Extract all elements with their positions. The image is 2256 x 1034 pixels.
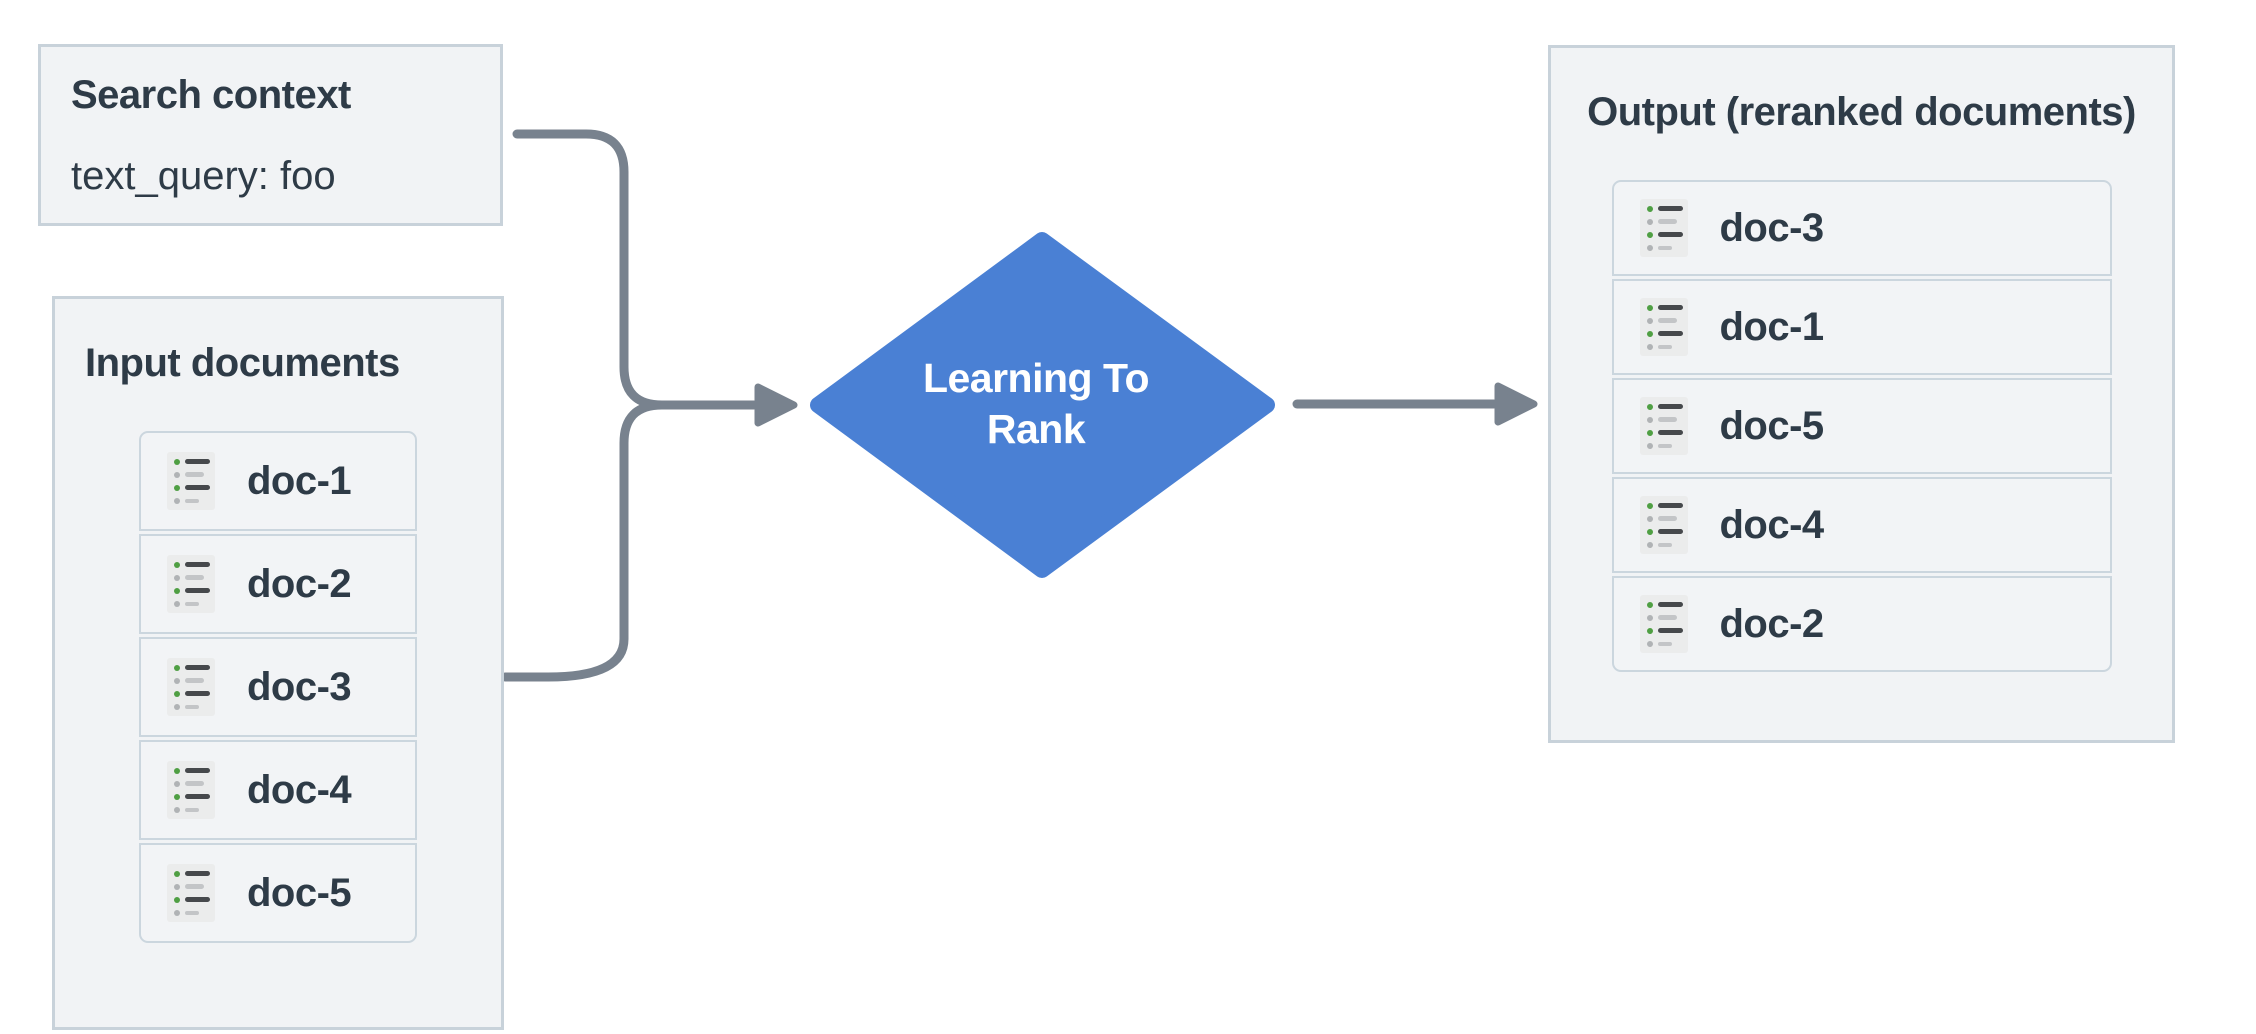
document-list-icon (167, 864, 215, 922)
icon-line (174, 497, 208, 504)
icon-line (1646, 614, 1681, 621)
input-documents-list: doc-1 doc-2 doc-3 doc-4 (139, 431, 417, 943)
document-list-icon (1639, 298, 1688, 356)
doc-label: doc-1 (247, 458, 352, 503)
diamond-shape (810, 232, 1275, 578)
icon-line (1646, 218, 1681, 225)
icon-line (174, 870, 210, 877)
doc-row: doc-2 (139, 534, 417, 634)
icon-line (1646, 627, 1683, 634)
icon-line (1646, 244, 1681, 251)
document-list-icon (1639, 496, 1688, 554)
icon-line (1646, 429, 1683, 436)
icon-line (1646, 515, 1681, 522)
doc-label: doc-3 (1719, 205, 1825, 250)
icon-line (1646, 528, 1683, 535)
doc-label: doc-4 (247, 767, 352, 812)
document-list-icon (167, 658, 215, 716)
icon-line (1646, 330, 1683, 337)
icon-line (1646, 640, 1681, 647)
icon-line (174, 767, 210, 774)
icon-line (174, 806, 208, 813)
icon-line (174, 780, 208, 787)
document-list-icon (167, 555, 215, 613)
doc-label: doc-5 (1719, 403, 1825, 448)
icon-line (1646, 343, 1681, 350)
doc-row: doc-1 (1611, 279, 2112, 375)
search-context-panel: Search context text_query: foo (38, 44, 503, 226)
document-list-icon (167, 452, 215, 510)
icon-line (174, 587, 210, 594)
icon-line (174, 703, 208, 710)
document-list-icon (1639, 199, 1688, 257)
icon-line (174, 677, 208, 684)
document-list-icon (1639, 397, 1688, 455)
icon-line (174, 561, 210, 568)
text-query-value: text_query: foo (71, 154, 336, 198)
icon-line (174, 664, 210, 671)
arrowhead-icon (1494, 382, 1538, 426)
icon-line (1646, 317, 1681, 324)
doc-label: doc-3 (247, 664, 352, 709)
icon-line (1646, 205, 1683, 212)
icon-line (174, 909, 208, 916)
doc-row: doc-4 (1611, 477, 2112, 573)
icon-line (174, 458, 210, 465)
search-context-title: Search context (71, 73, 351, 117)
icon-line (1646, 601, 1683, 608)
document-list-icon (167, 761, 215, 819)
doc-label: doc-4 (1719, 502, 1825, 547)
diamond-label-line1: Learning To (923, 355, 1149, 401)
icon-line (174, 690, 210, 697)
document-list-icon (1639, 595, 1688, 653)
doc-row: doc-3 (139, 637, 417, 737)
icon-line (1646, 231, 1683, 238)
icon-line (1646, 416, 1681, 423)
icon-line (174, 883, 208, 890)
icon-line (1646, 541, 1681, 548)
doc-row: doc-2 (1611, 576, 2112, 672)
icon-line (174, 471, 208, 478)
output-documents-panel: Output (reranked documents) doc-3 doc-1 … (1548, 45, 2175, 743)
doc-row: doc-5 (1611, 378, 2112, 474)
doc-label: doc-2 (247, 561, 352, 606)
doc-label: doc-5 (247, 870, 352, 915)
input-documents-connector (500, 400, 667, 682)
output-documents-title: Output (reranked documents) (1587, 90, 2136, 134)
icon-line (174, 793, 210, 800)
doc-row: doc-1 (139, 431, 417, 531)
input-documents-panel: Input documents doc-1 doc-2 doc-3 (52, 296, 504, 1030)
icon-line (174, 484, 210, 491)
icon-line (174, 574, 208, 581)
input-documents-title: Input documents (85, 341, 400, 385)
icon-line (174, 896, 210, 903)
icon-line (1646, 442, 1681, 449)
icon-line (1646, 502, 1683, 509)
search-context-connector (512, 129, 759, 410)
icon-line (1646, 403, 1683, 410)
arrowhead-icon (754, 383, 798, 427)
diamond-label-line2: Rank (987, 406, 1086, 452)
doc-row: doc-4 (139, 740, 417, 840)
icon-line (1646, 304, 1683, 311)
doc-row: doc-5 (139, 843, 417, 943)
doc-label: doc-1 (1719, 304, 1825, 349)
icon-line (174, 600, 208, 607)
output-documents-list: doc-3 doc-1 doc-5 doc-4 (1611, 180, 2112, 672)
doc-label: doc-2 (1719, 601, 1825, 646)
doc-row: doc-3 (1611, 180, 2112, 276)
